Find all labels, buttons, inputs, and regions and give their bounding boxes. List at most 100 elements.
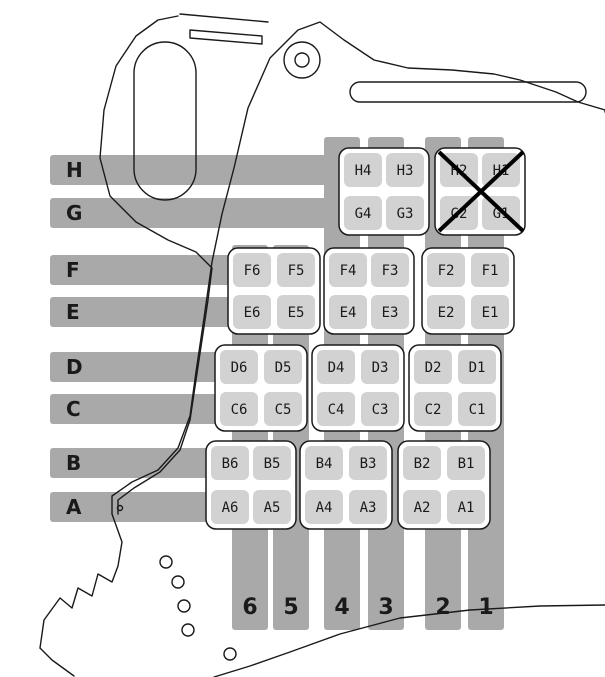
- cell-label-f6: F6: [244, 263, 261, 279]
- cell-label-b2: B2: [414, 456, 431, 472]
- row-label-a: A: [66, 495, 82, 519]
- row-band-a: [50, 492, 232, 522]
- cell-g4: [344, 196, 382, 230]
- cell-d2: [414, 350, 452, 384]
- cell-label-b1: B1: [458, 456, 475, 472]
- cell-b2: [403, 446, 441, 480]
- cell-label-f3: F3: [382, 263, 399, 279]
- cell-c5: [264, 392, 302, 426]
- cell-label-g4: G4: [355, 206, 372, 222]
- cell-label-b4: B4: [316, 456, 333, 472]
- column-label-3: 3: [378, 595, 393, 620]
- cell-label-c4: C4: [328, 402, 345, 418]
- cell-label-h3: H3: [397, 163, 414, 179]
- inner-contour: [99, 15, 213, 515]
- row-label-b: B: [66, 451, 81, 475]
- cell-label-e2: E2: [438, 305, 455, 321]
- cell-label-d1: D1: [469, 360, 486, 376]
- cell-label-a6: A6: [222, 500, 239, 516]
- slot-outline: [179, 13, 269, 23]
- cell-label-a1: A1: [458, 500, 475, 516]
- cell-label-g3: G3: [397, 206, 414, 222]
- column-band-5: [273, 245, 309, 630]
- cell-c6: [220, 392, 258, 426]
- cell-label-e1: E1: [482, 305, 499, 321]
- cell-b1: [447, 446, 485, 480]
- cell-label-b5: B5: [264, 456, 281, 472]
- screw-hole-2: [171, 575, 185, 589]
- cell-f2: [427, 253, 465, 287]
- cell-e4: [329, 295, 367, 329]
- block-layer: H4H3G4G3H2H1G2G1F6F5E6E5F4F3E4E3F2F1E2E1…: [205, 147, 526, 530]
- cell-label-a2: A2: [414, 500, 431, 516]
- screw-hole-1: [159, 555, 173, 569]
- row-label-e: E: [66, 300, 80, 324]
- bottom-edge: [213, 604, 605, 677]
- row-band-g: [50, 198, 365, 228]
- cell-a1: [447, 490, 485, 524]
- cell-d1: [458, 350, 496, 384]
- cell-d6: [220, 350, 258, 384]
- small-hole: [116, 504, 124, 512]
- cell-e6: [233, 295, 271, 329]
- cell-a5: [253, 490, 291, 524]
- cell-label-d6: D6: [231, 360, 248, 376]
- outer-contour: [39, 21, 605, 649]
- cell-e3: [371, 295, 409, 329]
- cell-label-e6: E6: [244, 305, 261, 321]
- cell-d4: [317, 350, 355, 384]
- column-band-6: [232, 245, 268, 630]
- cell-label-d5: D5: [275, 360, 292, 376]
- cell-label-a5: A5: [264, 500, 281, 516]
- cell-label-f1: F1: [482, 263, 499, 279]
- cell-f4: [329, 253, 367, 287]
- row-label-h: H: [66, 158, 83, 182]
- cell-h4: [344, 153, 382, 187]
- cell-c1: [458, 392, 496, 426]
- lower-contour: [39, 647, 75, 677]
- cell-f1: [471, 253, 509, 287]
- row-label-c: C: [66, 397, 81, 421]
- cell-label-c6: C6: [231, 402, 248, 418]
- row-label-d: D: [66, 355, 83, 379]
- cell-label-d4: D4: [328, 360, 345, 376]
- cell-d3: [361, 350, 399, 384]
- cell-e1: [471, 295, 509, 329]
- row-band-h: [50, 155, 365, 185]
- screw-hole-3: [177, 599, 191, 613]
- cell-label-c1: C1: [469, 402, 486, 418]
- cell-f3: [371, 253, 409, 287]
- cell-label-g1: G1: [493, 206, 510, 222]
- column-label-6: 6: [242, 595, 257, 620]
- instrument-outline: [39, 13, 605, 677]
- cell-b6: [211, 446, 249, 480]
- row-label-g: G: [66, 201, 82, 225]
- block-h2-g1: H2H1G2G1: [434, 147, 526, 236]
- cell-a2: [403, 490, 441, 524]
- cell-c4: [317, 392, 355, 426]
- cell-a3: [349, 490, 387, 524]
- cell-label-b6: B6: [222, 456, 239, 472]
- cell-e5: [277, 295, 315, 329]
- cell-b4: [305, 446, 343, 480]
- cell-label-c5: C5: [275, 402, 292, 418]
- mount-hole: [294, 52, 310, 68]
- row-band-b: [50, 448, 232, 478]
- cell-a4: [305, 490, 343, 524]
- cell-b3: [349, 446, 387, 480]
- cell-g3: [386, 196, 424, 230]
- cell-b5: [253, 446, 291, 480]
- column-label-5: 5: [283, 595, 298, 620]
- row-band-f: [50, 255, 254, 285]
- cell-h3: [386, 153, 424, 187]
- cell-label-h4: H4: [355, 163, 372, 179]
- column-label-2: 2: [435, 595, 450, 620]
